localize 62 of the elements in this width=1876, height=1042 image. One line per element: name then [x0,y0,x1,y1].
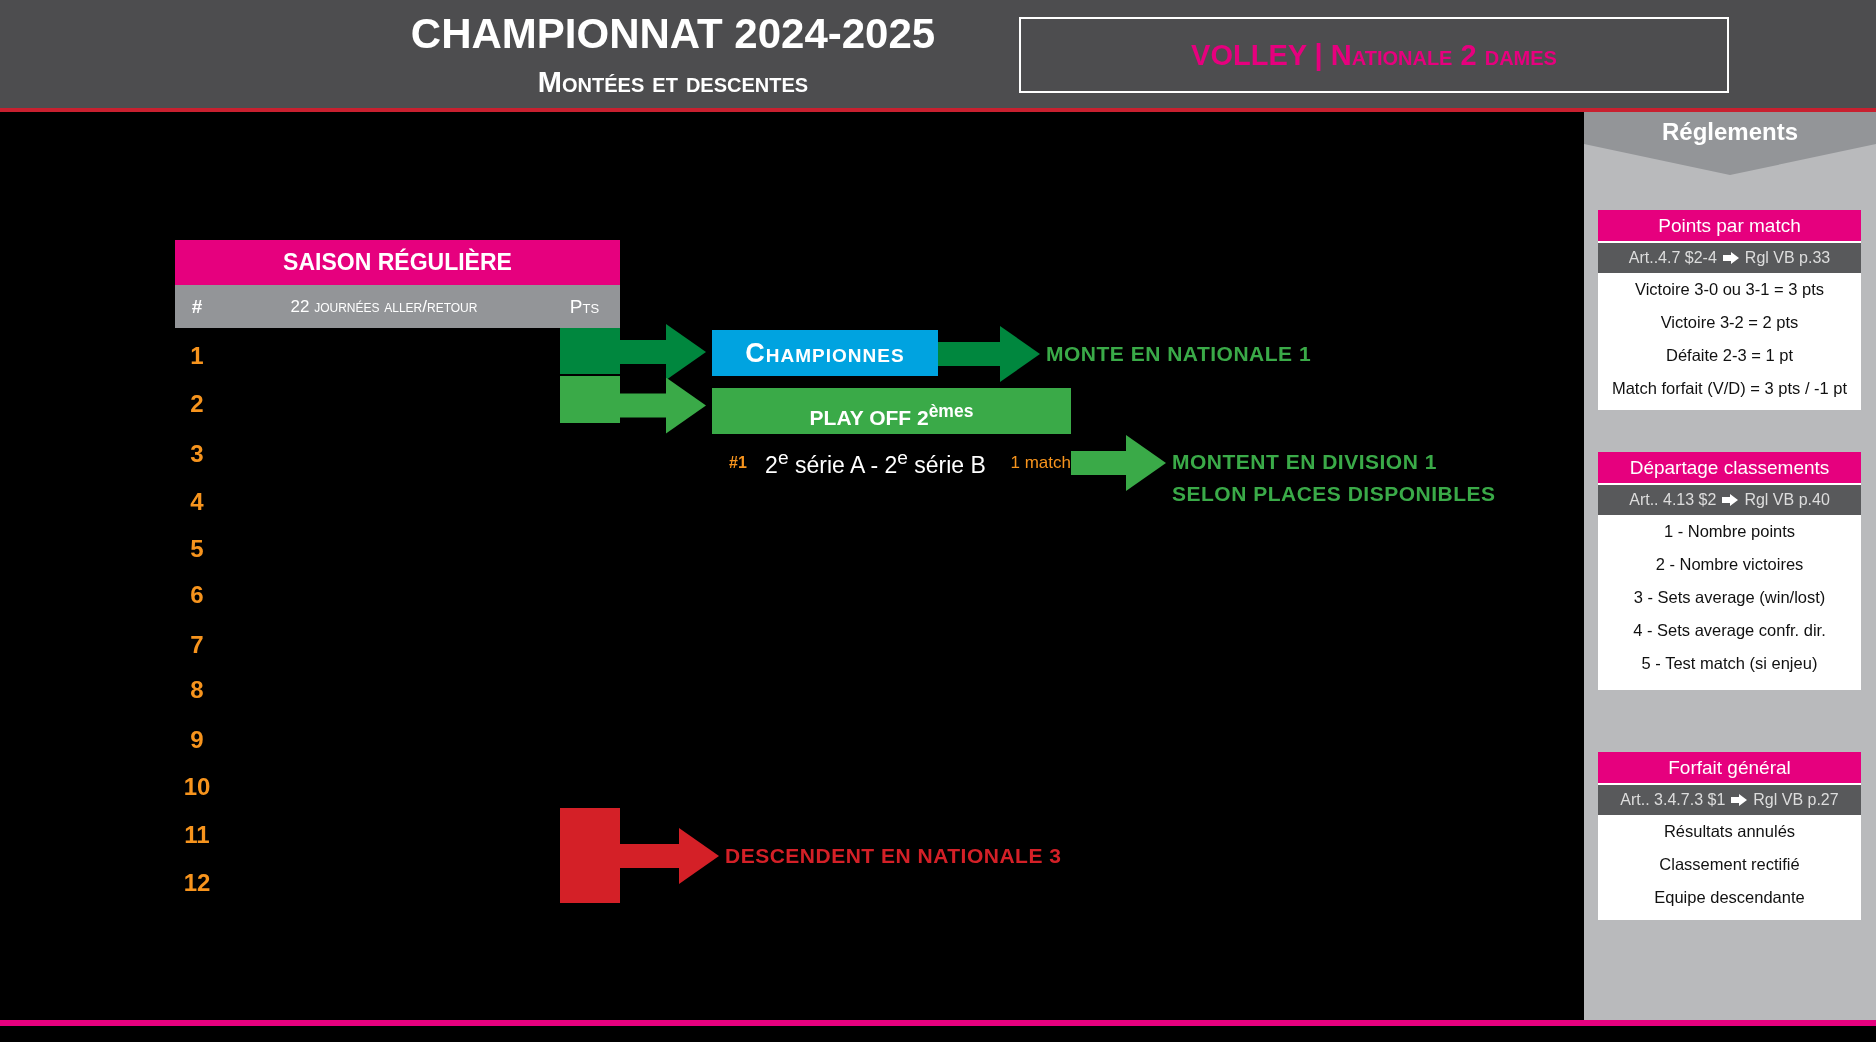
rank-bar [560,376,620,423]
rank-number: 7 [189,630,205,660]
outcome-text: MONTENT EN DIVISION 1 SELON PLACES DISPONIBLES [1172,446,1502,510]
block-arrow [938,326,1040,382]
rank-number: 10 [182,772,212,802]
block-arrow [620,377,706,434]
rank-number: 1 [189,341,205,371]
result-box: Championnes [712,330,938,376]
rule-line: 4 - Sets average confr. dir. [1632,620,1827,641]
match-number: #1 [728,454,748,472]
rank-number: 3 [189,439,205,469]
rule-line: Résultats annulés [1662,821,1797,842]
rule-card [1598,210,1861,410]
block-arrow [620,324,706,380]
rank-bar [560,328,620,374]
rule-line: Victoire 3-0 ou 3-1 = 3 pts [1633,279,1826,300]
title: CHAMPIONNAT 2024-2025 [409,10,937,58]
card-heading: Points par match [1598,210,1861,241]
rule-line: Equipe descendante [1653,887,1806,908]
match-count: 1 match [1009,453,1071,473]
rank-number: 6 [189,580,205,610]
rank-number: 9 [189,725,205,755]
table-title-bar [175,240,620,285]
rank-number: 8 [189,675,205,705]
column-header: Pts [568,295,601,319]
outcome-text: MONTE EN NATIONALE 1 [1046,336,1336,372]
rulebook-ref: Rgl VB p.27 [1753,791,1839,809]
rule-line: 2 - Nombre victoires [1654,554,1805,575]
rank-number: 4 [189,487,205,517]
rank-number: 5 [189,534,205,564]
panel-heading: Réglements [1660,118,1799,146]
rule-line: 1 - Nombre points [1662,521,1797,542]
rule-line: Défaite 2-3 = 1 pt [1664,345,1794,366]
rank-number: 2 [189,389,205,419]
outcome-text: DESCENDENT EN NATIONALE 3 [725,838,1085,874]
side-panel [1584,112,1876,1020]
rank-number: 12 [182,868,212,898]
rule-line: Classement rectifié [1658,854,1801,875]
block-arrow [1071,435,1166,491]
rule-card [1598,452,1861,690]
match-pairing: 2$^{e}$ série A - 2$^{e}$ série B [764,447,987,479]
card-heading: Départage classements [1598,452,1861,483]
subtitle: Montées et descentes [536,66,810,100]
rank-number: 11 [183,820,211,850]
article-ref: Art.. 3.4.7.3 $1 [1620,791,1726,809]
column-header: 22 journées aller/retour [289,296,479,318]
article-ref: Art.. 4.13 $2 [1629,491,1717,509]
rule-line: Match forfait (V/D) = 3 pts / -1 pt [1610,378,1849,399]
table-title: SAISON RÉGULIÈRE [282,247,513,277]
rule-line: 3 - Sets average (win/lost) [1632,587,1827,608]
rulebook-ref: Rgl VB p.40 [1744,491,1830,509]
rank-bar [560,808,620,903]
article-ref: Art..4.7 $2-4 [1628,249,1717,267]
rulebook-ref: Rgl VB p.33 [1744,249,1831,267]
rule-card [1598,752,1861,920]
column-header: # [190,295,204,319]
card-heading: Forfait général [1598,752,1861,783]
rule-line: 5 - Test match (si enjeu) [1640,653,1819,674]
category-box: VOLLEY | Nationale 2 dames [1019,17,1729,93]
result-box: PLAY OFF 2$^{èmes}$ [712,388,1071,434]
rule-line: Victoire 3-2 = 2 pts [1659,312,1800,333]
block-arrow [620,828,719,884]
